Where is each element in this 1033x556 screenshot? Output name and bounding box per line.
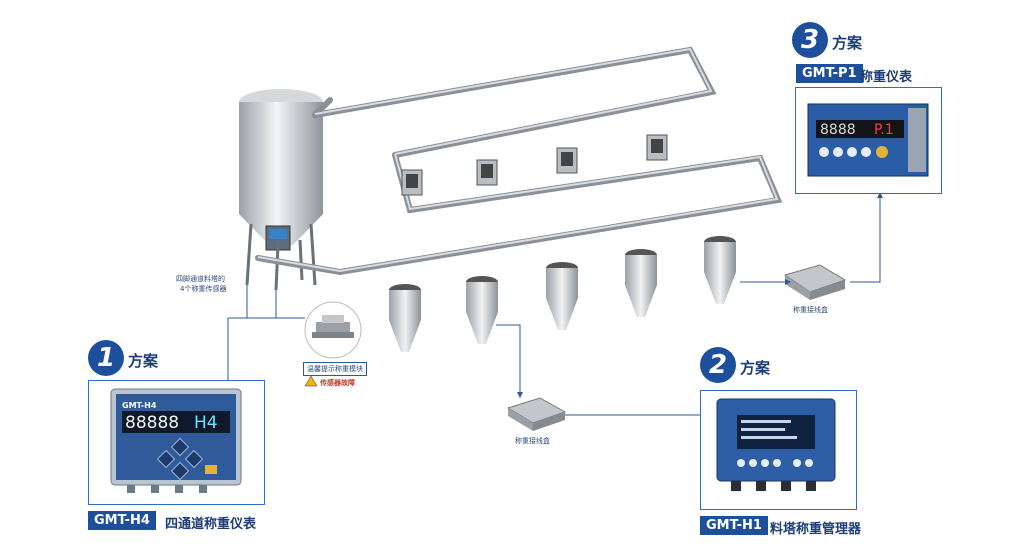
weighing-module-label: 温馨提示称重模块	[303, 362, 367, 376]
connection-lines	[227, 195, 881, 416]
solution2-desc: 料塔称重管理器	[770, 522, 862, 537]
weighing-hoppers	[389, 236, 736, 352]
solution3-model-tag: GMT-P1	[796, 64, 863, 83]
gmt-h4-indicator: GMT-H4 88888 H4	[110, 388, 242, 493]
solution1-number-badge: 1	[88, 340, 124, 376]
sensor-note-line2: 4个称重传感器	[180, 285, 227, 293]
upper-feeders	[401, 134, 668, 196]
junction-box-right	[783, 264, 847, 300]
p1-display-digits: 8888	[820, 122, 856, 138]
solution2-number-badge: 2	[700, 347, 736, 383]
solution3-number-badge: 3	[792, 22, 828, 58]
weighing-module-icon	[304, 301, 362, 359]
solution3-title: 方案	[832, 34, 863, 52]
solution2-model-tag: GMT-H1	[700, 516, 768, 535]
solution1-title: 方案	[128, 352, 159, 370]
solution2-title: 方案	[740, 359, 771, 377]
h4-display-digits: 88888	[125, 413, 179, 433]
sensor-note-line1: 四脚通道料塔的	[176, 275, 225, 283]
sensor-fault-warning: 传感器故障	[320, 379, 355, 387]
gmt-p1-indicator: 8888 P.1	[807, 103, 929, 177]
h4-display-suffix: H4	[194, 413, 218, 433]
solution1-device-frame: GMT-H4 88888 H4	[88, 380, 265, 505]
solution3-device-frame: 8888 P.1	[795, 87, 942, 194]
main-silo	[239, 89, 323, 291]
junction-box-bottom-label: 称重接线盒	[515, 437, 550, 445]
p1-display-suffix: P.1	[874, 122, 894, 138]
gmt-h1-manager	[716, 398, 836, 491]
h4-screen-model: GMT-H4	[122, 401, 157, 410]
junction-box-right-label: 称重接线盒	[793, 306, 828, 314]
solution1-model-tag: GMT-H4	[88, 511, 156, 530]
solution2-device-frame	[700, 390, 857, 510]
junction-box-bottom	[506, 397, 567, 431]
solution3-desc: 称重仪表	[860, 70, 913, 85]
solution1-desc: 四通道称重仪表	[165, 517, 257, 532]
feed-pipe-network	[255, 46, 783, 276]
warning-icon	[304, 375, 318, 387]
